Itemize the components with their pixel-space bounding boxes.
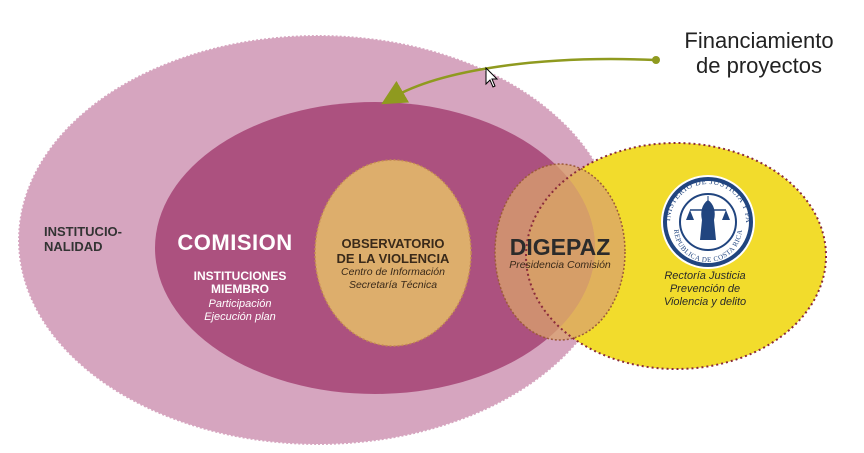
funding-label: Financiamiento de proyectos: [664, 28, 854, 78]
observatorio-line1: OBSERVATORIO: [341, 236, 445, 251]
funding-label-line1: Financiamiento: [684, 28, 834, 53]
rectoria-label: Rectoría Justicia Prevención de Violenci…: [630, 270, 780, 309]
rectoria-line2: Prevención de: [669, 283, 741, 295]
presidencia-text: Presidencia Comisión: [509, 259, 611, 271]
funding-label-line2: de proyectos: [696, 53, 822, 78]
observatorio-line2: DE LA VIOLENCIA: [336, 251, 450, 266]
observatorio-circle: [314, 159, 472, 347]
institucionalidad-line2: NALIDAD: [44, 239, 103, 254]
comision-title: COMISION: [177, 230, 293, 255]
instituciones-line2: MIEMBRO: [211, 282, 269, 296]
participacion-text: Participación: [208, 298, 272, 310]
instituciones-line1: INSTITUCIONES: [193, 269, 287, 283]
ejecucion-text: Ejecución plan: [204, 311, 276, 323]
digepaz-ellipse-border: [525, 142, 827, 370]
centro-text: Centro de Información: [341, 266, 445, 278]
digepaz-title: DIGEPAZ: [509, 234, 611, 260]
institucionalidad-label: INSTITUCIO- NALIDAD: [44, 224, 122, 254]
observatorio-title: OBSERVATORIO DE LA VIOLENCIA: [318, 236, 468, 266]
rectoria-line3: Violencia y delito: [663, 296, 747, 308]
instituciones-label: INSTITUCIONES MIEMBRO: [170, 270, 310, 296]
digepaz-inner-circle: [494, 163, 626, 341]
curved-arrow-icon: [381, 57, 656, 105]
secretaria-text: Secretaría Técnica: [348, 279, 438, 291]
rectoria-line1: Rectoría Justicia: [664, 270, 746, 282]
observatorio-roles: Centro de Información Secretaría Técnica: [318, 266, 468, 292]
mouse-cursor-icon: [485, 66, 499, 88]
comision-tasks: Participación Ejecución plan: [170, 298, 310, 324]
institucionalidad-line1: INSTITUCIO-: [44, 224, 122, 239]
arrow-start-dot: [652, 56, 660, 64]
